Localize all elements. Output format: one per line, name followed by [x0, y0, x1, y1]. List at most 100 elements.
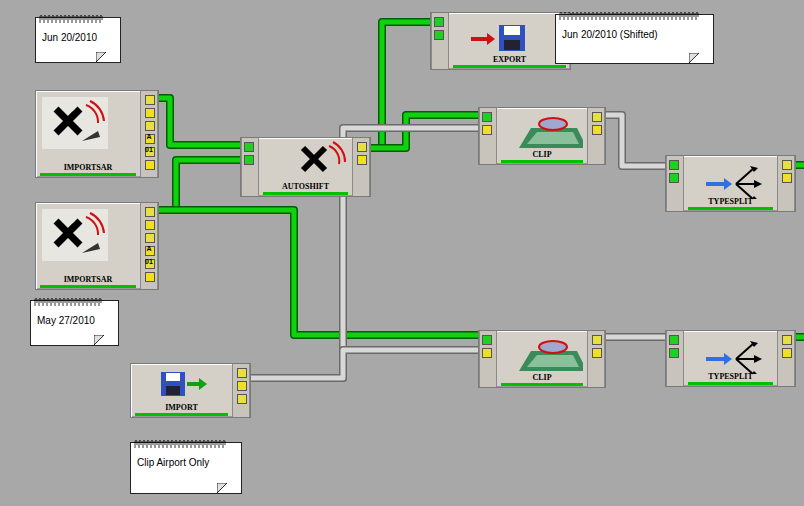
- port-square: [244, 142, 254, 152]
- port-square: [782, 160, 792, 170]
- note-pad: May 27/2010: [30, 300, 119, 346]
- module-icon: [497, 108, 583, 152]
- note-spiral: [36, 13, 108, 25]
- module-box: CLIP: [478, 107, 606, 165]
- port-label: 01: [142, 146, 156, 153]
- port-square: [669, 335, 679, 345]
- module-box: AUTOSHIFT: [240, 137, 371, 197]
- module-body: AUTOSHIFT: [259, 138, 352, 196]
- module-name: IMPORT: [131, 403, 232, 412]
- module-body: IMPORTSAR: [36, 91, 140, 177]
- status-bar: [688, 207, 773, 210]
- port-square: [482, 348, 492, 358]
- port-square: [434, 30, 444, 40]
- module-icon: [259, 138, 348, 184]
- port-square: [145, 220, 155, 230]
- port-square: [482, 125, 492, 135]
- module-body: CLIP: [497, 108, 587, 164]
- port-square: [669, 160, 679, 170]
- status-bar: [135, 413, 228, 416]
- port-square: [482, 112, 492, 122]
- active-pipe: [159, 160, 240, 210]
- module-icon: [36, 203, 118, 277]
- module-body: TYPESPLIT: [684, 331, 777, 386]
- module-box: IMPORT: [130, 363, 251, 418]
- module-icon: [497, 331, 583, 375]
- module-name: AUTOSHIFT: [259, 182, 352, 191]
- module-icon: [131, 364, 210, 405]
- note-corner: [96, 52, 106, 62]
- status-bar: [501, 160, 583, 163]
- active-pipe: [159, 210, 478, 335]
- status-bar: [688, 382, 773, 385]
- module-box: EXPORT: [430, 12, 571, 70]
- note-spiral: [131, 438, 229, 450]
- note-spiral: [556, 10, 701, 22]
- port-square: [145, 160, 155, 170]
- port-square: [145, 233, 155, 243]
- port-square: [592, 112, 602, 122]
- note-corner: [94, 335, 104, 345]
- inactive-pipe: [251, 350, 478, 378]
- status-bar: [453, 65, 566, 68]
- module-name: IMPORTSAR: [36, 275, 140, 284]
- note-corner: [689, 53, 699, 63]
- note-text: May 27/2010: [31, 301, 118, 330]
- module-name: CLIP: [497, 373, 587, 382]
- module-box: IMPORTSAR A 01: [35, 90, 159, 178]
- module-icon: [684, 156, 773, 199]
- module-icon: [449, 13, 548, 57]
- note-pad: Clip Airport Only: [130, 442, 242, 494]
- port-square: [237, 381, 247, 391]
- module-name: TYPESPLIT: [684, 197, 777, 206]
- module-body: IMPORT: [131, 364, 232, 417]
- port-square: [237, 368, 247, 378]
- module-name: CLIP: [497, 150, 587, 159]
- inactive-pipe: [606, 115, 665, 166]
- module-box: TYPESPLIT: [665, 330, 796, 387]
- port-square: [669, 173, 679, 183]
- port-square: [782, 348, 792, 358]
- note-corner: [217, 483, 227, 493]
- port-square: [237, 394, 247, 404]
- status-bar: [40, 285, 136, 288]
- module-icon: [684, 331, 773, 374]
- note-pad: Jun 20/2010 (Shifted): [555, 14, 714, 64]
- note-text: Jun 20/2010: [36, 18, 120, 47]
- module-name: EXPORT: [449, 55, 570, 64]
- port-label: 01: [142, 258, 156, 265]
- module-box: IMPORTSAR A 01: [35, 202, 159, 290]
- status-bar: [40, 173, 136, 176]
- port-label: A: [142, 245, 156, 252]
- module-body: EXPORT: [449, 13, 570, 69]
- port-square: [145, 272, 155, 282]
- note-pad: Jun 20/2010: [35, 17, 121, 63]
- note-text: Clip Airport Only: [131, 443, 241, 472]
- port-label: A: [142, 133, 156, 140]
- module-body: IMPORTSAR: [36, 203, 140, 289]
- module-body: TYPESPLIT: [684, 156, 777, 211]
- port-square: [145, 95, 155, 105]
- port-square: [782, 335, 792, 345]
- port-square: [145, 108, 155, 118]
- port-square: [782, 173, 792, 183]
- port-square: [244, 155, 254, 165]
- port-square: [592, 125, 602, 135]
- port-square: [434, 17, 444, 27]
- port-square: [357, 142, 367, 152]
- note-spiral: [31, 296, 106, 308]
- port-square: [592, 335, 602, 345]
- port-square: [145, 121, 155, 131]
- inactive-pipe: [606, 337, 665, 338]
- module-name: IMPORTSAR: [36, 163, 140, 172]
- module-body: CLIP: [497, 331, 587, 387]
- module-box: CLIP: [478, 330, 606, 388]
- note-text: Jun 20/2010 (Shifted): [556, 15, 713, 44]
- port-square: [357, 155, 367, 165]
- port-square: [669, 348, 679, 358]
- port-square: [482, 335, 492, 345]
- module-box: TYPESPLIT: [665, 155, 796, 212]
- module-name: TYPESPLIT: [684, 372, 777, 381]
- port-square: [592, 348, 602, 358]
- module-icon: [36, 91, 118, 165]
